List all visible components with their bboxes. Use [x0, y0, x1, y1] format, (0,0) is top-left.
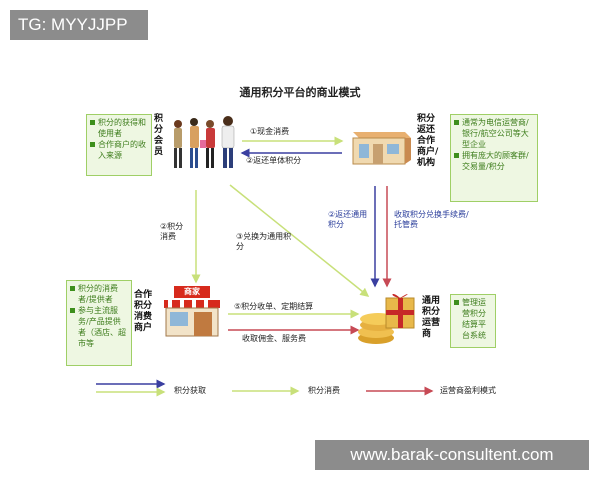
issuer-label: 积分返还合作商户/机构 [417, 114, 439, 168]
label-points-spend: ②积分消费 [160, 222, 184, 241]
issuer-info-2: 拥有庞大的顾客群/交易量/积分 [462, 151, 529, 171]
label-commission: 收取佣金、服务费 [242, 334, 306, 343]
watermark-top: TG: MYYJJPP [10, 10, 148, 40]
label-exchange-fee: 收取积分兑换手续费/托管费 [394, 210, 469, 229]
shop-sign: 商家 [174, 286, 210, 298]
legend-profit: 运营商盈利模式 [440, 386, 496, 395]
shop-icon [164, 300, 220, 337]
operator-info-box: 管理运营积分结算平台系统 [450, 294, 496, 348]
people-illustration [174, 116, 235, 168]
arrow-exchange [229, 184, 370, 297]
consumer-info-1: 积分的消费者/提供者 [78, 284, 118, 304]
consumer-info-2: 参与主流服务/产品提供者（酒店、超市等 [78, 306, 126, 348]
label-exchange: ③兑换为通用积分 [236, 232, 292, 251]
legend-consume: 积分消费 [308, 386, 340, 395]
label-settle: ⑤积分收单、定期结算 [234, 302, 314, 311]
label-cash-spend: ①现金消费 [250, 127, 290, 136]
building-illustration [352, 132, 411, 165]
shop-illustration: 商家 [162, 286, 222, 338]
diagram-title: 通用积分平台的商业模式 [239, 86, 361, 99]
consumer-label: 合作积分消费商户 [134, 290, 153, 333]
label-return-general: ②返还通用积分 [328, 210, 368, 229]
consumer-info-box: 积分的消费者/提供者 参与主流服务/产品提供者（酒店、超市等 [66, 280, 132, 366]
members-info-2: 合作商户的收入来源 [98, 140, 146, 160]
legend-acquire: 积分获取 [174, 386, 206, 395]
label-return-points: ②返还单体积分 [246, 156, 302, 165]
coins-gift-illustration [358, 293, 415, 344]
issuer-info-1: 通常为电信运营商/银行/航空公司等大型企业 [462, 118, 529, 149]
members-label: 积分会员 [154, 114, 164, 157]
issuer-info-box: 通常为电信运营商/银行/航空公司等大型企业 拥有庞大的顾客群/交易量/积分 [450, 114, 538, 202]
watermark-bottom: www.barak-consultent.com [315, 440, 589, 470]
operator-info-1: 管理运营积分结算平台系统 [462, 298, 486, 340]
members-info-box: 积分的获得和使用者 合作商户的收入来源 [86, 114, 152, 176]
members-info-1: 积分的获得和使用者 [98, 118, 146, 138]
operator-label: 通用积分运营商 [422, 296, 441, 339]
